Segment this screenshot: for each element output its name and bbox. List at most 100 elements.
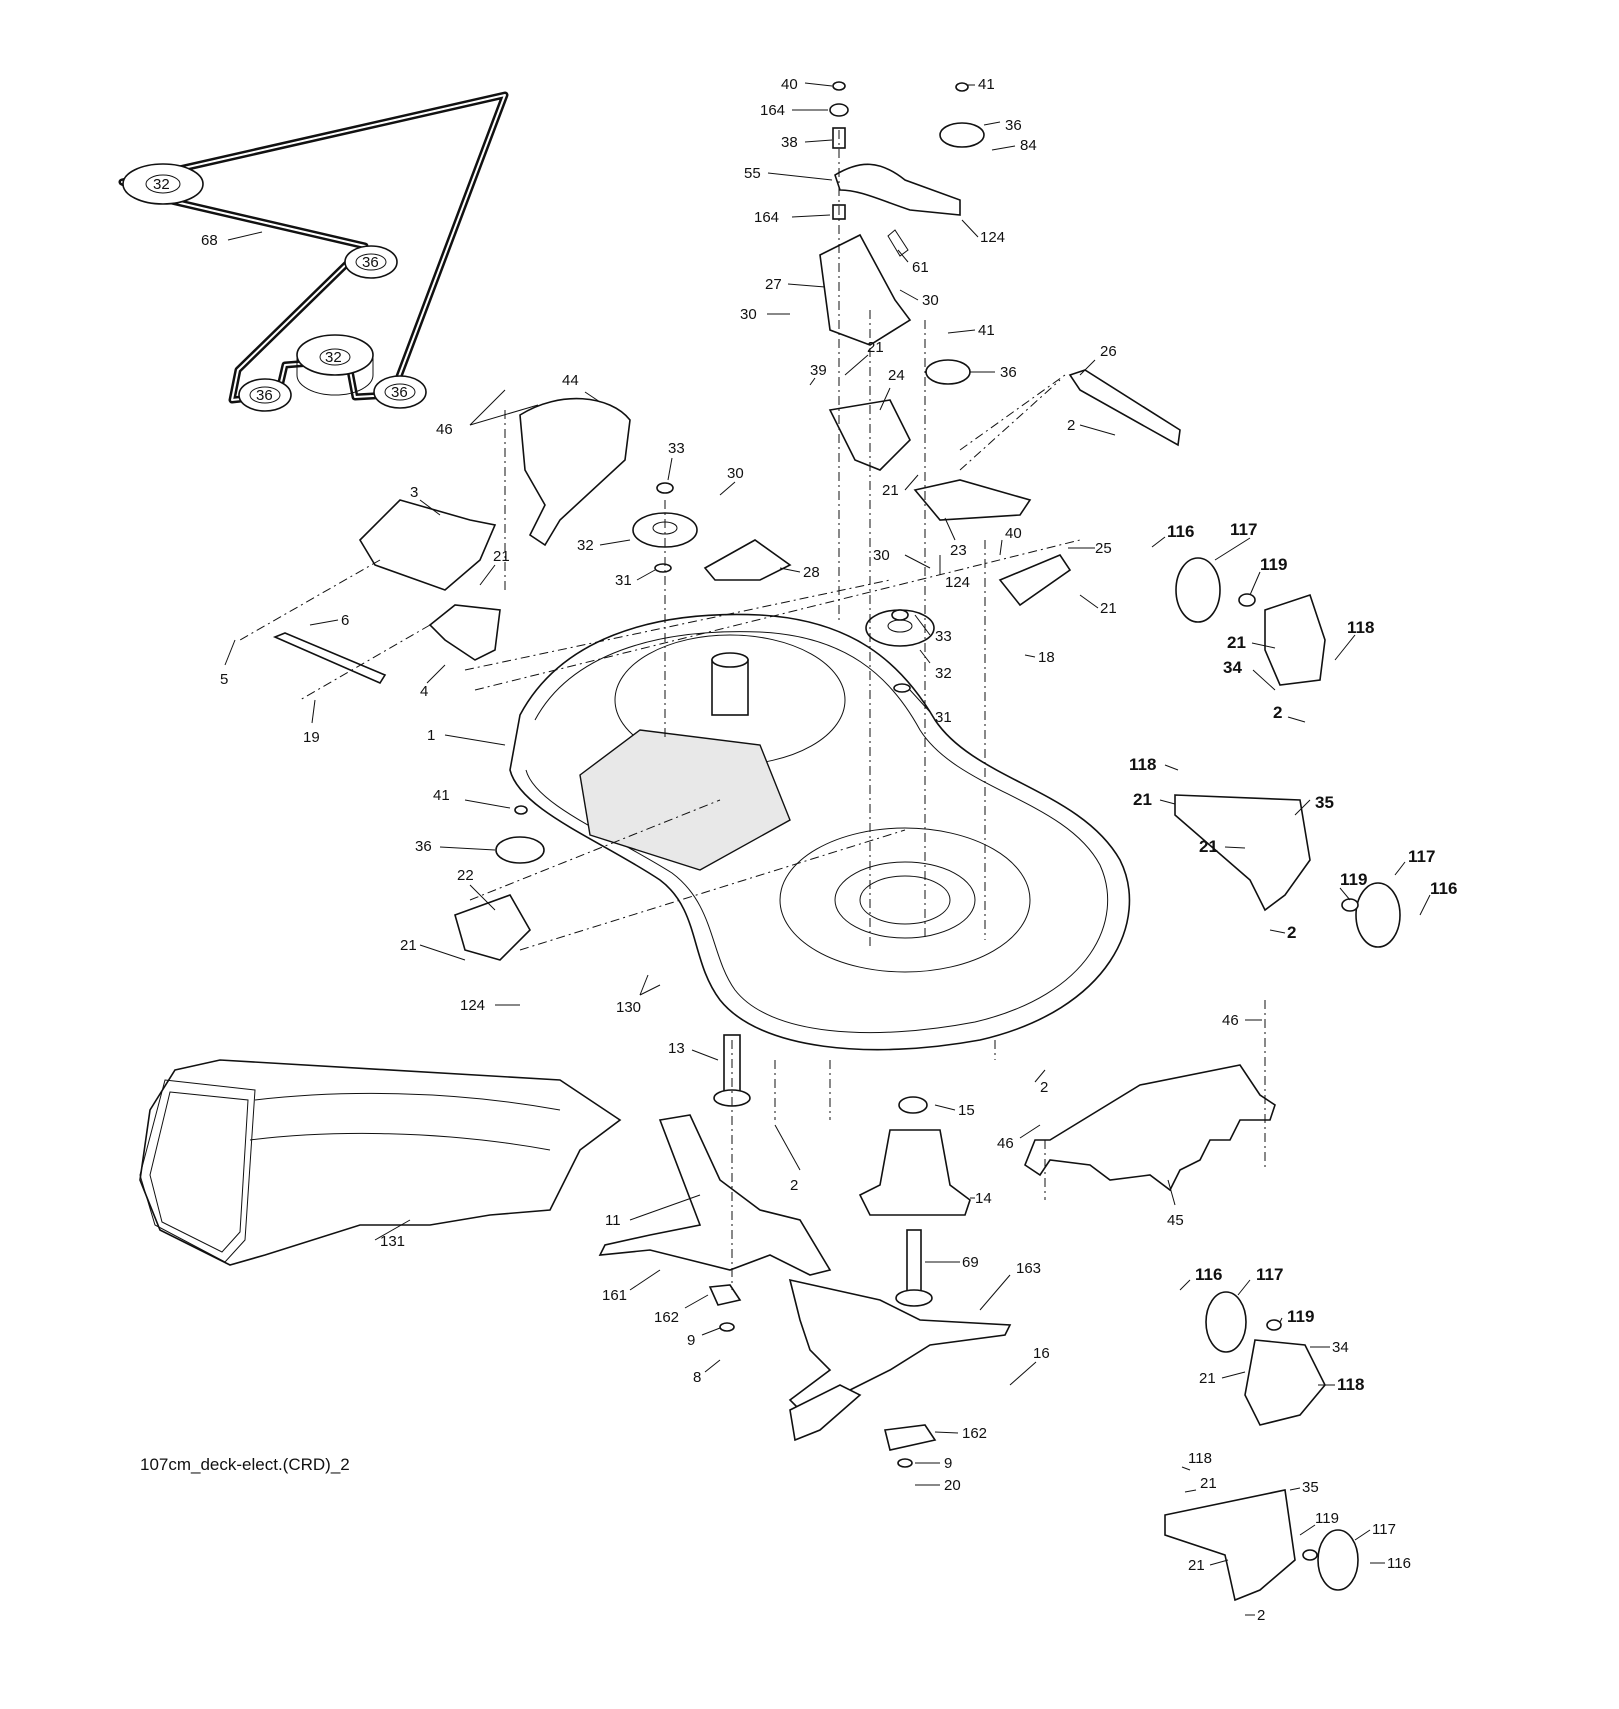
drive-belt-assembly: 32 36 32 36 36 (118, 91, 509, 412)
callout-label: 21 (493, 548, 510, 565)
callout-label: 163 (1016, 1260, 1041, 1277)
callout-label: 27 (765, 276, 782, 293)
nut-40 (832, 81, 846, 91)
nut-33-right (891, 609, 909, 621)
callout-label: 35 (1302, 1479, 1319, 1496)
idler-pulley-36-mid (925, 359, 971, 385)
pulley-32-a (122, 163, 204, 205)
callout-label: 118 (1347, 618, 1374, 637)
bracket-25 (998, 554, 1072, 607)
callout-label: 55 (744, 165, 761, 182)
bracket-28 (703, 539, 792, 581)
bracket-3 (358, 499, 497, 591)
callout-label: 16 (1033, 1345, 1050, 1362)
callout-label: 23 (950, 542, 967, 559)
callout-label: 162 (962, 1425, 987, 1442)
bearing-15 (898, 1096, 928, 1114)
callout-label: 164 (760, 102, 785, 119)
bracket-24 (828, 399, 911, 471)
callout-label: 20 (944, 1477, 961, 1494)
callout-label: 2 (1067, 417, 1075, 434)
callout-label: 21 (1199, 1370, 1216, 1387)
callout-label: 117 (1372, 1521, 1396, 1538)
pulley-label: 36 (362, 254, 379, 271)
idler-arm-assembly (819, 81, 1181, 607)
callout-label: 119 (1315, 1510, 1339, 1527)
spindle-housing-14 (858, 1129, 971, 1216)
wheel-117-a (1175, 557, 1221, 623)
callout-label: 2 (1257, 1607, 1265, 1624)
callout-label: 4 (420, 683, 428, 700)
plate-162-a (708, 1284, 742, 1306)
callout-label: 24 (888, 367, 905, 384)
callout-label: 119 (1287, 1307, 1314, 1326)
callout-label: 41 (978, 322, 995, 339)
washer-31-left (654, 563, 672, 573)
nut-41-low (514, 805, 528, 815)
callout-label: 46 (997, 1135, 1014, 1152)
callout-label: 116 (1387, 1555, 1411, 1572)
callout-label: 36 (1000, 364, 1017, 381)
idler-arm-55 (834, 163, 961, 216)
pulley-label: 32 (325, 349, 342, 366)
callout-label: 131 (380, 1233, 405, 1250)
callout-label: 116 (1430, 879, 1457, 898)
callout-label: 28 (803, 564, 820, 581)
callout-label: 119 (1260, 555, 1287, 574)
callout-label: 9 (687, 1332, 695, 1349)
callout-label: 21 (867, 339, 884, 356)
washer-31-right (893, 683, 911, 693)
callout-label: 21 (1133, 790, 1152, 809)
callout-label: 15 (958, 1102, 975, 1119)
callout-label: 162 (654, 1309, 679, 1326)
callout-label: 45 (1167, 1212, 1184, 1229)
callout-label: 21 (882, 482, 899, 499)
callout-label: 2 (1273, 703, 1282, 722)
callout-label: 21 (1188, 1557, 1205, 1574)
callout-label: 21 (1199, 837, 1218, 856)
callout-label: 32 (577, 537, 594, 554)
pulley-36-b (238, 378, 292, 412)
pulley-label: 32 (153, 176, 170, 193)
callout-label: 33 (668, 440, 685, 457)
callout-label: 30 (922, 292, 939, 309)
callout-label: 5 (220, 671, 228, 688)
callout-label: 9 (944, 1455, 952, 1472)
discharge-chute-131 (139, 1059, 622, 1266)
wheel-117-b (1355, 882, 1401, 948)
idler-pulley-36-low (495, 836, 545, 864)
blade-16 (788, 1278, 1012, 1411)
callout-label: 69 (962, 1254, 979, 1271)
callout-label: 19 (303, 729, 320, 746)
callout-label: 25 (1095, 540, 1112, 557)
bracket-35-a (1174, 794, 1311, 912)
bracket-27 (819, 233, 912, 346)
callout-label: 40 (1005, 525, 1022, 542)
pulley-label: 36 (256, 387, 273, 404)
rod-6 (272, 632, 387, 685)
callout-label: 118 (1337, 1375, 1364, 1394)
callout-label: 11 (605, 1212, 621, 1229)
idler-pulley-36-top (939, 122, 985, 148)
nut-41 (955, 82, 969, 92)
callout-label: 26 (1100, 343, 1117, 360)
callout-label: 13 (668, 1040, 685, 1057)
washer-119-c (1266, 1319, 1282, 1331)
callout-label: 2 (790, 1177, 798, 1194)
callout-label: 14 (975, 1190, 992, 1207)
callout-label: 31 (615, 572, 632, 589)
spring-61 (887, 229, 909, 257)
callout-label: 68 (201, 232, 218, 249)
callout-label: 21 (1200, 1475, 1217, 1492)
bracket-23 (913, 479, 1032, 521)
callout-label: 32 (935, 665, 952, 682)
callout-label: 118 (1188, 1450, 1212, 1467)
callout-label: 38 (781, 134, 798, 151)
callout-label: 44 (562, 372, 579, 389)
callout-label: 124 (460, 997, 485, 1014)
bracket-35-b (1164, 1489, 1296, 1602)
rod-26 (1068, 369, 1181, 447)
pulley-36-c (373, 375, 427, 409)
belt-cover-44 (519, 397, 631, 547)
callout-label: 117 (1408, 847, 1435, 866)
